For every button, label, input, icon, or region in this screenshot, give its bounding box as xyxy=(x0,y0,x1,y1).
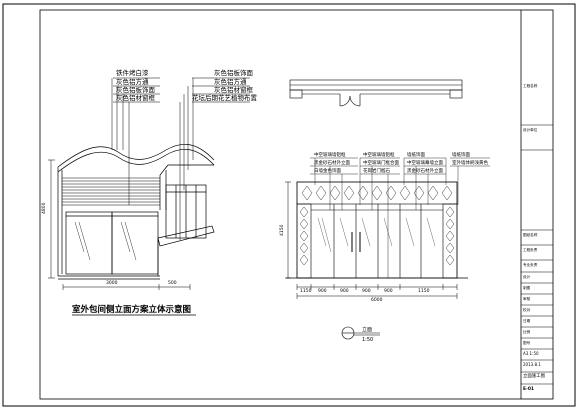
left-dimensions xyxy=(48,159,191,290)
tb-field-4: 工程负责 xyxy=(523,248,538,252)
inner-border xyxy=(39,9,554,400)
dim-seg-6: 1150 xyxy=(418,289,430,294)
tb-field-3: 图纸名称 xyxy=(523,233,538,237)
tb-field-8: 审核 xyxy=(523,297,531,301)
rlabel-l-2: 黑金砂石材外立面 xyxy=(314,161,350,166)
plan-top xyxy=(289,79,463,107)
callout-l-2: 灰色铝方通 xyxy=(116,78,149,86)
rlabel-r2-1: 墙纸饰面 xyxy=(452,153,470,158)
rlabel-l-3: 白墙金色饰面 xyxy=(314,169,341,174)
dim-seg-2: 900 xyxy=(318,289,327,294)
tb-date: 2013.8.1 xyxy=(523,362,541,367)
tb-field-7: 制图 xyxy=(523,286,531,290)
tb-field-1: 工程名称 xyxy=(523,84,538,88)
rlabel-m-1: 中空玻璃墙铝框 xyxy=(363,153,395,158)
dim-height-left: 4800 xyxy=(42,202,47,214)
rlabel-l-1: 中空玻璃墙铝框 xyxy=(314,153,346,158)
front-elevation xyxy=(286,181,468,279)
tb-field-12: 图号 xyxy=(523,341,531,345)
callout-l-1: 铁件烤白漆 xyxy=(116,69,149,77)
callout-r-2: 灰色铝方通 xyxy=(214,78,247,86)
tb-field-6: 设计 xyxy=(523,275,531,279)
dim-bottom-1: 3000 xyxy=(106,281,118,286)
right-dimensions xyxy=(285,181,458,299)
callout-l-4: 灰色铝材窗框 xyxy=(116,94,155,102)
tb-field-11: 比例 xyxy=(523,330,531,334)
dim-seg-5: 900 xyxy=(384,289,393,294)
callout-r-1: 灰色铝板饰面 xyxy=(214,69,253,77)
dim-seg-1: 1150 xyxy=(300,289,312,294)
rlabel-m-2: 中空玻璃门框合面 xyxy=(363,161,399,166)
dim-left-right-view: 4150 xyxy=(280,224,285,236)
tb-field-5: 专业负责 xyxy=(523,263,538,267)
right-view-title: 立面 xyxy=(362,327,373,333)
rlabel-m-3: 花岗岩门槛石 xyxy=(363,169,390,174)
dim-seg-4: 900 xyxy=(362,289,371,294)
tb-field-9: 校对 xyxy=(523,308,531,312)
left-callout-leaders xyxy=(111,77,250,240)
tb-number: E-01 xyxy=(523,387,534,392)
right-callout-leaders xyxy=(310,157,490,278)
right-view-scale: 1:50 xyxy=(362,337,374,343)
diamond-pattern xyxy=(301,185,453,201)
outer-border xyxy=(2,3,576,407)
dim-bottom-2: 500 xyxy=(168,281,177,286)
left-view-title: 室外包间侧立面方案立体示意图 xyxy=(72,305,192,315)
rlabel-r2-2: 室外墙体刷浅黄色 xyxy=(452,161,488,166)
callout-l-3: 灰色铝板饰面 xyxy=(116,86,155,94)
callout-r-3: 灰色铝材窗框 xyxy=(214,86,253,94)
tb-field-10: 日期 xyxy=(523,319,531,323)
tb-field-2: 设计单位 xyxy=(523,128,538,132)
tb-scale: A3 1:50 xyxy=(523,351,539,356)
dim-seg-3: 900 xyxy=(340,289,349,294)
callout-r-4: 花坛后期花艺植物布置 xyxy=(192,94,257,102)
rlabel-r1-1: 墙纸饰面 xyxy=(407,153,425,158)
left-elevation-3d xyxy=(57,144,215,280)
tb-sheet-name: 立面施工图 xyxy=(523,374,545,379)
dim-total: 6000 xyxy=(371,298,383,303)
rlabel-r1-3: 黑金砂石材外立面 xyxy=(407,169,443,174)
rlabel-r1-2: 中空玻璃幕墙立面 xyxy=(407,161,443,166)
elevation-mark xyxy=(341,326,380,340)
title-block-grid xyxy=(521,124,553,385)
